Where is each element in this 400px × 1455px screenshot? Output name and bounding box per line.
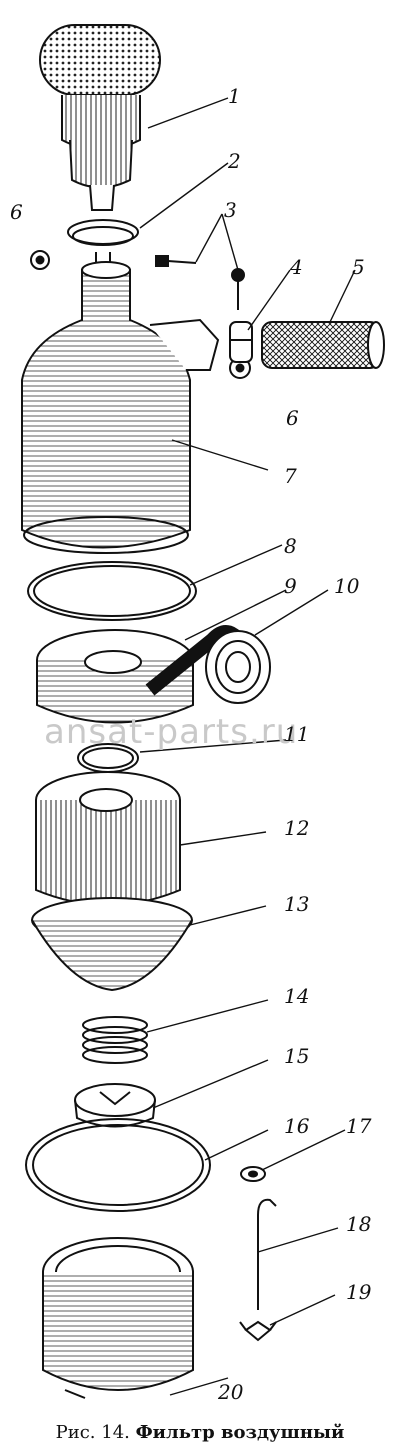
bowl-insert-part-13: [31, 897, 193, 992]
callout-9: 9: [284, 574, 297, 598]
cap-part-1: [39, 24, 161, 211]
callout-10: 10: [334, 574, 360, 598]
leader-lines: [139, 97, 356, 1396]
wound-strip-part-10: [145, 625, 271, 704]
callout-20: 20: [218, 1380, 244, 1404]
gasket-part-8: [27, 561, 197, 621]
hose-clamp-part-4: [229, 321, 253, 363]
callout-12: 12: [284, 816, 310, 840]
callout-2: 2: [228, 149, 241, 173]
large-gasket-part-16: [25, 1118, 211, 1212]
hook-bolt-part-18: [257, 1198, 277, 1310]
callout-6-right: 6: [286, 406, 299, 430]
callout-19: 19: [346, 1280, 372, 1304]
callout-7: 7: [284, 464, 297, 488]
nut-part-6-left: [30, 250, 50, 270]
callout-11: 11: [284, 722, 310, 746]
callout-13: 13: [284, 892, 310, 916]
watermark-text: ansat-parts.ru: [44, 712, 299, 752]
callout-1: 1: [228, 84, 241, 108]
filter-body-part-7: [21, 261, 220, 554]
callout-18: 18: [346, 1212, 372, 1236]
clamp-ring-part-2: [67, 219, 139, 268]
callout-14: 14: [284, 984, 310, 1008]
caption-prefix: Рис. 14.: [55, 1422, 130, 1443]
spring-cup-part-15: [74, 1083, 156, 1128]
callout-3: 3: [224, 198, 237, 222]
filter-element-part-12: [35, 771, 181, 906]
callout-5: 5: [352, 255, 365, 279]
hose-part-5: [261, 321, 385, 369]
spring-part-14: [82, 1016, 148, 1064]
callout-8: 8: [284, 534, 297, 558]
callout-16: 16: [284, 1114, 310, 1138]
callout-15: 15: [284, 1044, 310, 1068]
callout-4: 4: [290, 255, 303, 279]
oil-bowl-part-20: [42, 1237, 194, 1399]
bolts-part-3: [155, 255, 245, 310]
washer-part-17: [240, 1166, 266, 1182]
element-cover-part-9: [36, 629, 194, 724]
caption-title: Фильтр воздушный: [135, 1422, 345, 1443]
figure-caption: Рис. 14. Фильтр воздушный: [0, 1422, 400, 1443]
callout-17: 17: [346, 1114, 372, 1138]
callout-6-left: 6: [10, 200, 23, 224]
